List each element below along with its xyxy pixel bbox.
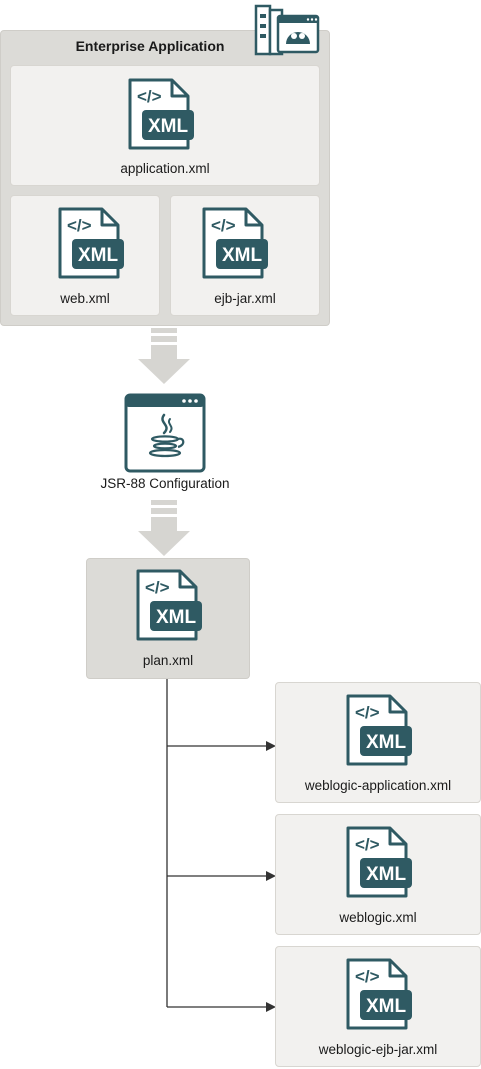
code-tag-text: </> [355, 835, 380, 854]
application-xml-label: application.xml [120, 161, 210, 176]
xml-badge-text: XML [366, 996, 407, 1017]
output-label: weblogic-ejb-jar.xml [318, 1042, 438, 1057]
xml-badge-text: XML [78, 245, 119, 266]
xml-file-icon: </> XML [346, 958, 412, 1030]
xml-badge-text: XML [366, 864, 407, 885]
jsr88-config-label: JSR-88 Configuration [100, 476, 230, 491]
output-label: weblogic.xml [339, 910, 417, 925]
xml-file-icon: </> XML [346, 826, 412, 898]
java-config-icon [124, 393, 206, 473]
plan-xml-label: plan.xml [142, 653, 194, 668]
code-tag-text: </> [145, 578, 170, 597]
down-arrow-1 [138, 328, 190, 384]
xml-file-icon: </> XML [202, 207, 268, 279]
web-xml-label: web.xml [60, 291, 110, 306]
down-arrow-2 [138, 500, 190, 556]
code-tag-text: </> [355, 967, 380, 986]
xml-badge-text: XML [156, 607, 197, 628]
code-tag-text: </> [211, 216, 236, 235]
code-tag-text: </> [355, 703, 380, 722]
xml-badge-text: XML [222, 245, 263, 266]
xml-file-icon: </> XML [346, 694, 412, 766]
enterprise-building-icon [254, 4, 320, 56]
enterprise-application-title: Enterprise Application [75, 38, 225, 54]
ejb-jar-xml-label: ejb-jar.xml [214, 291, 276, 306]
xml-file-icon: </> XML [58, 207, 124, 279]
code-tag-text: </> [137, 87, 162, 106]
xml-badge-text: XML [366, 732, 407, 753]
xml-file-icon: </> XML [128, 78, 194, 150]
output-label: weblogic-application.xml [304, 778, 452, 793]
xml-badge-text: XML [148, 116, 189, 137]
xml-file-icon: </> XML [136, 569, 202, 641]
code-tag-text: </> [67, 216, 92, 235]
